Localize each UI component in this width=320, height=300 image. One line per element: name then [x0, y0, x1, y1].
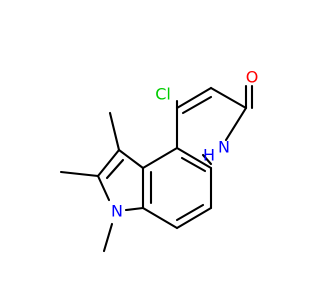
pyrrole-nitrogen-label: N	[111, 202, 123, 221]
bond-npyr-c4	[124, 206, 145, 212]
bond-n-c7	[201, 153, 213, 166]
molecule-structure-diagram: Cl O N H N	[59, 68, 258, 253]
bond-npyr-methyl	[102, 222, 114, 253]
ring-nitrogen-hydrogen-label: H	[203, 146, 215, 165]
bond-c1-c2	[209, 86, 248, 110]
bond-c2a-npyr	[96, 174, 111, 202]
bond-c3a-c2a-inner	[105, 158, 125, 180]
bond-c9-c1	[175, 86, 213, 110]
bond-c9-c1-inner	[181, 95, 213, 115]
bond-c3-c8	[141, 146, 179, 170]
atom-label-layer: Cl O N H N	[111, 68, 258, 221]
bond-c8-c7-inner	[180, 156, 207, 173]
bond-c6-c5-inner	[175, 203, 205, 222]
bond-c6-c5	[175, 206, 213, 230]
ring-nitrogen-label: N	[218, 138, 230, 157]
bond-c3a-methyl	[108, 111, 121, 152]
bond-c3-c3a	[117, 148, 145, 170]
bond-c2a-methyl	[59, 170, 100, 178]
bond-c5-c4	[141, 206, 179, 230]
bond-c2-n	[224, 106, 248, 142]
bond-c3a-c2a	[96, 148, 121, 178]
bond-layer	[59, 84, 254, 253]
bond-c8-c7	[175, 146, 213, 170]
oxygen-atom-label: O	[246, 68, 259, 87]
chlorine-atom-label: Cl	[155, 85, 171, 104]
